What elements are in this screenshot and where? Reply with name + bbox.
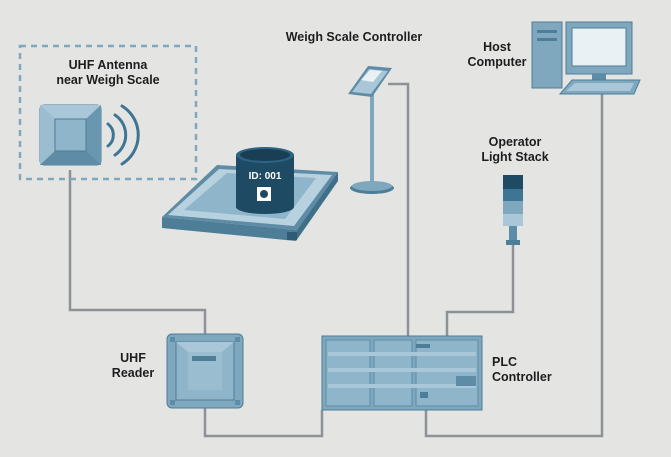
weigh-scale-controller-label: Weigh Scale Controller [285,30,423,44]
rfid-wave-icon [106,104,140,166]
cable-lightstack-to-plc [445,245,515,336]
operator-light-stack-label: Operator Light Stack [481,135,549,164]
cable-antenna-to-reader [68,170,207,334]
cable-reader-to-plc [203,408,324,438]
desktop-computer-icon [531,21,641,95]
uhf-reader-icon [166,333,244,409]
antenna-zone [18,44,198,181]
cable-host-to-plc [424,88,604,438]
host-computer-label: Host Computer [467,40,527,69]
antenna-label: UHF Antenna near Weigh Scale [56,58,160,87]
drum-id-label: ID: 001 [249,171,282,182]
cables [68,82,604,438]
cable-weighcontroller-to-plc [388,82,410,336]
antenna-icon [39,104,102,166]
drum-icon: ID: 001 [236,147,294,214]
kiosk-controller-icon [348,66,394,194]
light-stack-icon [503,175,523,245]
uhf-reader-label: UHF Reader [111,351,155,380]
plc-controller-label: PLC Controller [492,355,552,384]
plc-controller-icon [321,335,483,411]
